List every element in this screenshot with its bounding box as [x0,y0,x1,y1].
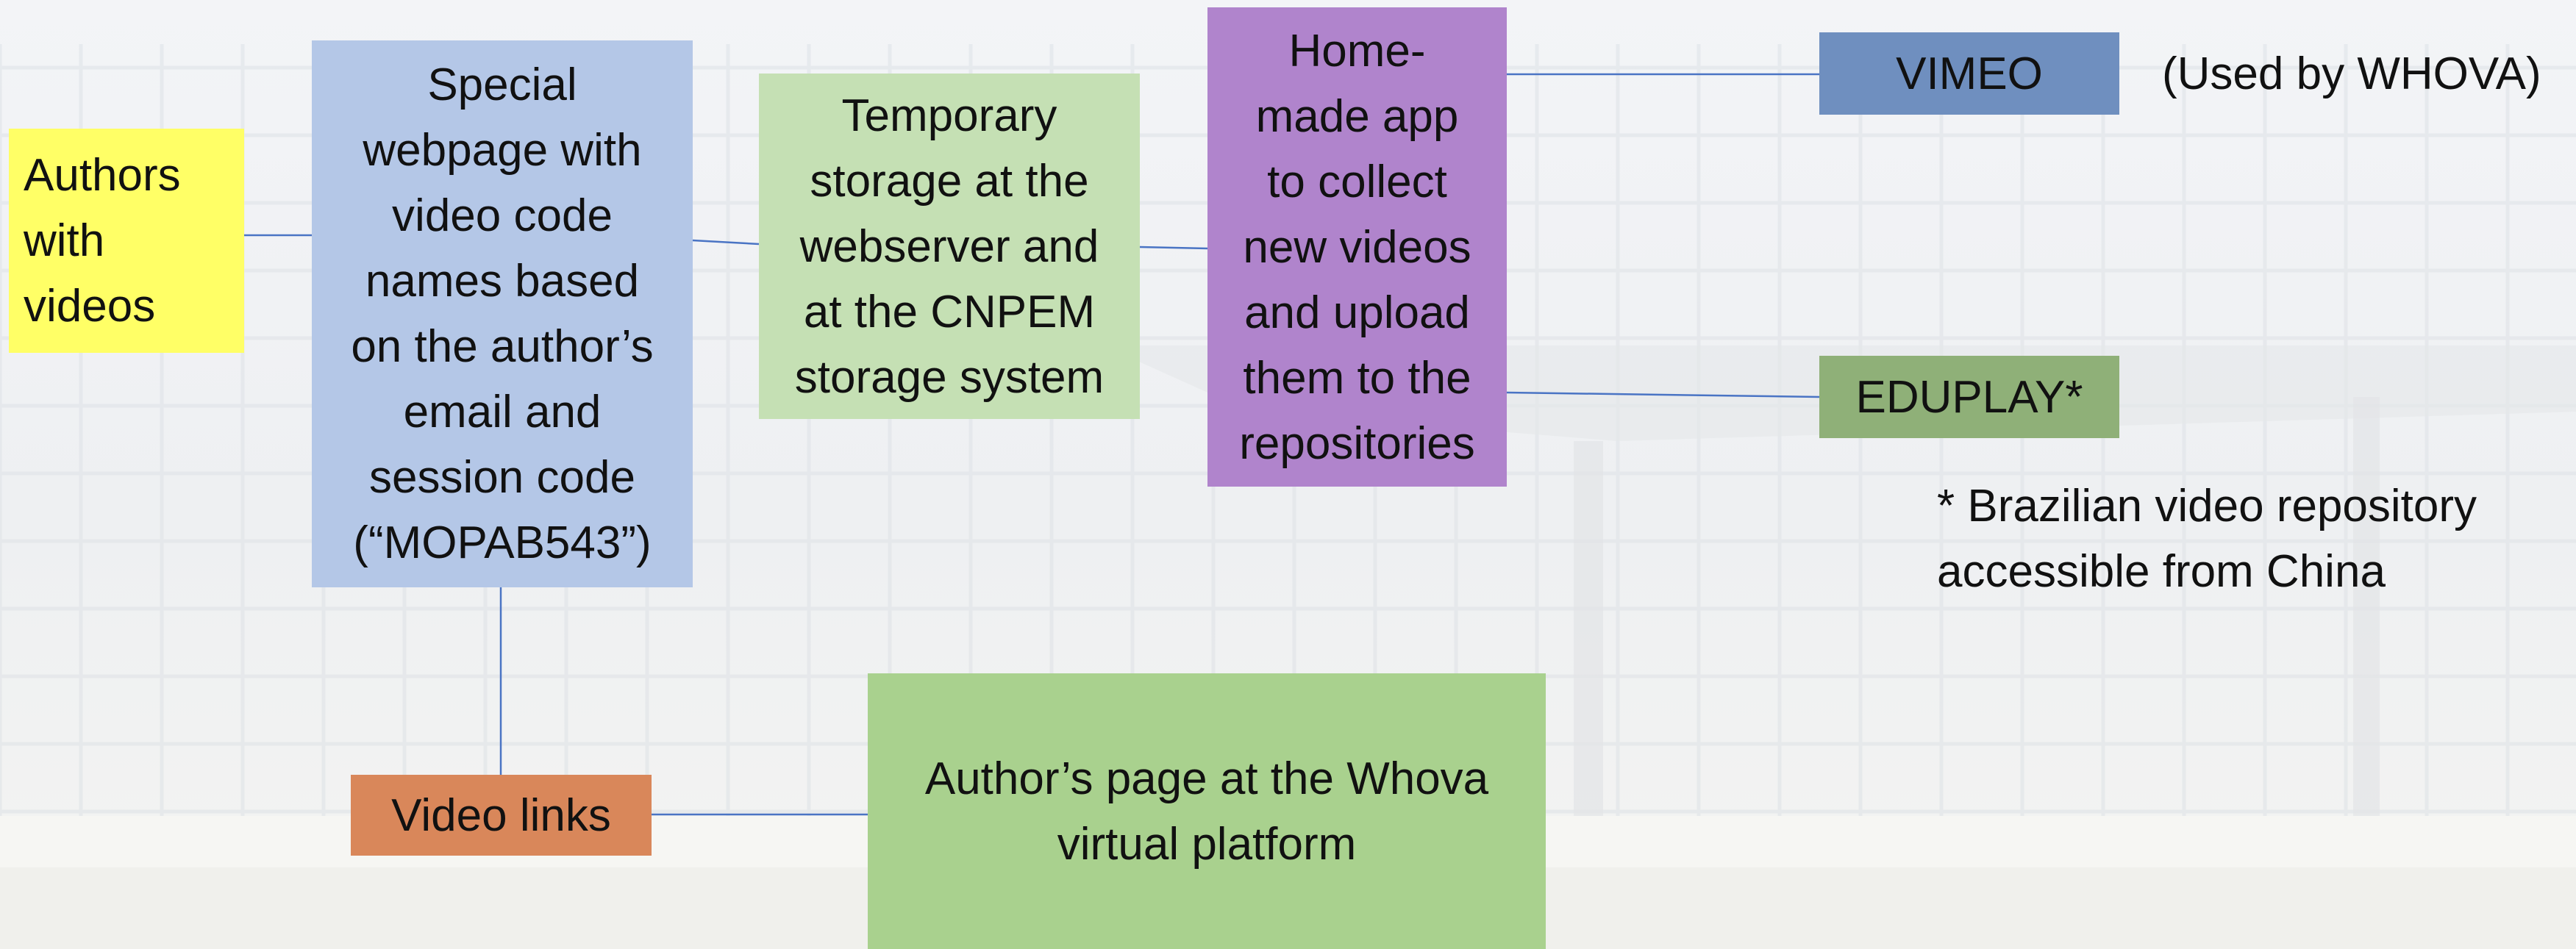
vimeo-label: VIMEO [1896,48,2043,99]
authors-node: Authors with videos [9,129,244,353]
storage-label: Temporary storage at the webserver and a… [794,90,1105,403]
vimeo-note: (Used by WHOVA) [2162,49,2541,99]
video-links-node: Video links [351,775,652,856]
edge-webpage-storage [692,239,760,246]
eduplay-label: EDUPLAY* [1855,371,2083,423]
whova-page-node: Author’s page at the Whova virtual platf… [868,673,1546,949]
eduplay-note: * Brazilian video repository accessible … [1937,481,2477,597]
whova-page-label: Author’s page at the Whova virtual platf… [924,753,1489,870]
webpage-node: Special webpage with video code names ba… [312,40,693,587]
vimeo-node: VIMEO [1819,32,2119,115]
storage-node: Temporary storage at the webserver and a… [759,74,1140,419]
eduplay-node: EDUPLAY* [1819,356,2119,438]
video-links-label: Video links [391,789,611,841]
edge-storage-app [1139,246,1208,250]
webpage-label: Special webpage with video code names ba… [351,60,654,568]
edge-app-eduplay [1506,391,1820,398]
authors-label: Authors with videos [24,150,181,332]
app-node: Home- made app to collect new videos and… [1207,7,1507,487]
app-label: Home- made app to collect new videos and… [1239,25,1475,469]
